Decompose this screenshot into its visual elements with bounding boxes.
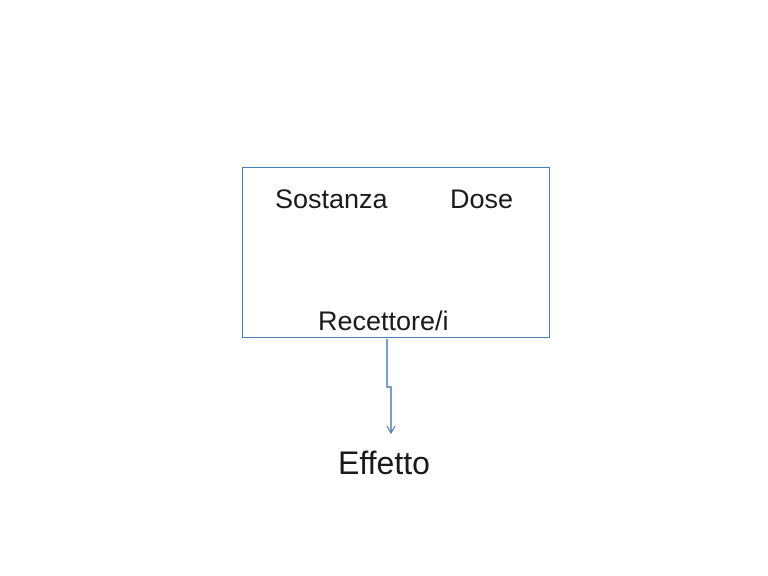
effect-label: Effetto (338, 445, 430, 481)
substance-label: Sostanza (275, 184, 388, 214)
dose-label: Dose (450, 184, 514, 214)
connector-line (386, 339, 392, 432)
receptor-box (242, 167, 550, 338)
receptor-label: Recettore/i (318, 306, 449, 336)
arrowhead (386, 425, 396, 435)
